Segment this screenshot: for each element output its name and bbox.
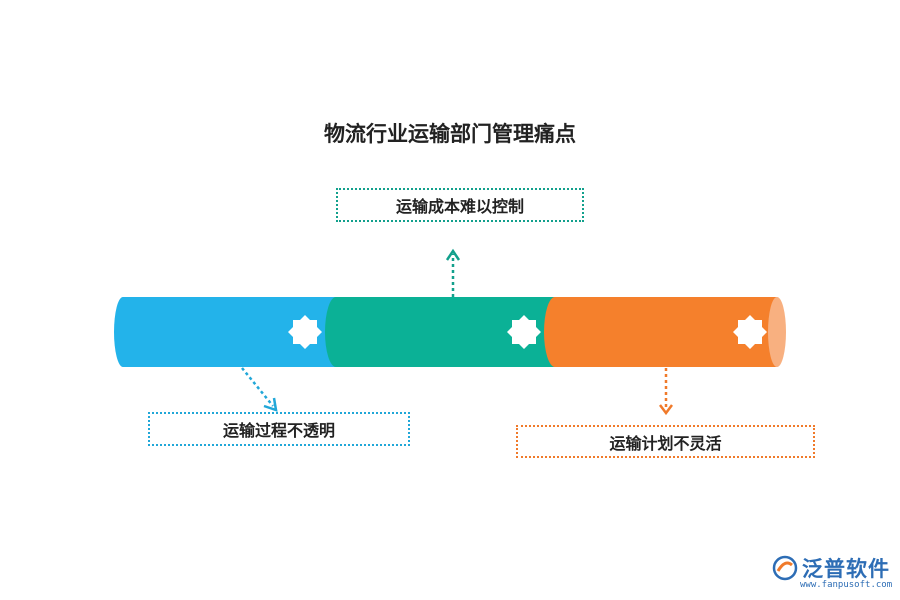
arrow-down-blue: [241, 367, 278, 412]
pain-point-cost: 运输成本难以控制: [336, 188, 584, 222]
page-title: 物流行业运输部门管理痛点: [324, 122, 576, 146]
segment-3-bar: [544, 297, 777, 367]
logo-icon: [772, 555, 798, 581]
arrow-up-green: [445, 248, 461, 297]
pain-point-transparency: 运输过程不透明: [148, 412, 410, 446]
brand-logo: 泛普软件: [772, 553, 890, 583]
segment-1-bar: [114, 297, 340, 367]
pipe-end-cap: [768, 297, 786, 367]
star-icon: [288, 315, 322, 349]
star-icon: [733, 315, 767, 349]
star-icon: [507, 315, 541, 349]
arrow-down-orange: [659, 368, 673, 416]
logo-url: www.fanpusoft.com: [800, 580, 893, 590]
pain-point-planning: 运输计划不灵活: [516, 425, 815, 458]
segment-2-bar: [325, 297, 555, 367]
logo-name: 泛普软件: [802, 557, 890, 581]
